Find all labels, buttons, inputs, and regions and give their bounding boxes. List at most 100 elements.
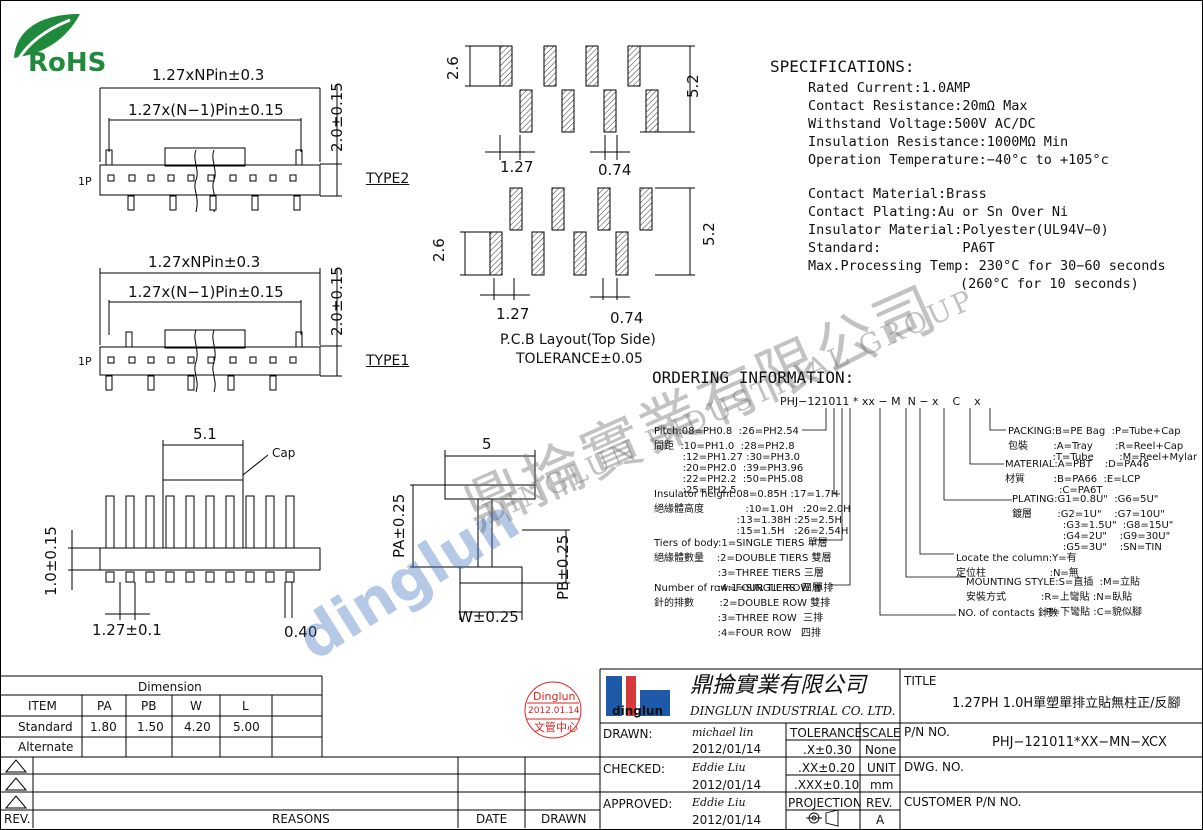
pcb-pad2: 0.74 <box>610 309 644 327</box>
ordering-material: MATERIAL:A=PBT :D=PA46 材質 :B=PA66 :E=LCP… <box>1005 459 1149 496</box>
pcb-d1: 2.6 <box>444 56 462 80</box>
profile-w: W±0.25 <box>458 608 519 626</box>
ordering-column: Locate the column:Y=有 定位柱 :N=無 <box>956 549 1079 579</box>
stamp-bottom: 文管中心 <box>534 721 578 734</box>
dim-cell: Standard <box>18 720 73 734</box>
pitch-line: :12=PH1.27 :30=PH3.0 <box>654 452 801 463</box>
spec-line: Withstand Voltage:500V AC/DC <box>808 116 1036 132</box>
rev-label: REV. <box>866 796 893 810</box>
pcb-d3: 2.6 <box>430 238 448 262</box>
checked-label: CHECKED: <box>603 762 666 776</box>
type2-dim-inner: 1.27x(N−1)Pin±0.15 <box>128 101 284 119</box>
spec-line: (260°C for 10 seconds) <box>960 276 1139 292</box>
pitch-line: Pitch:08=PH0.8 :26=PH2.54 <box>654 426 799 437</box>
pitch-line: 間距 :10=PH1.0 :28=PH2.8 <box>654 441 795 452</box>
spec-line: Insulator Material:Polyester(UL94V−0) <box>808 222 1109 238</box>
side-pin: 0.40 <box>284 623 318 641</box>
profile-top: 5 <box>482 435 492 453</box>
side-height: 1.0±0.15 <box>42 526 60 596</box>
insulator-line: :13=1.38H :25=2.5H <box>654 515 842 526</box>
tolerance-3: .XXX±0.10 <box>794 778 860 792</box>
dim-cell: 4.20 <box>184 720 211 734</box>
title-label: TITLE <box>904 674 937 688</box>
pcb-pitch: 1.27 <box>500 158 534 176</box>
reasons-header: REASONS <box>272 812 330 826</box>
spec-line: Standard: PA6T <box>808 240 995 256</box>
mounting-line: 安裝方式 :R=上彎貼 :N=臥貼 <box>966 592 1133 603</box>
tolerance-label: TOLERANCE <box>790 726 863 740</box>
ordering-pitch: Pitch:08=PH0.8 :26=PH2.54 間距 :10=PH1.0 :… <box>654 426 803 496</box>
spec-line: Contact Resistance:20mΩ Max <box>808 98 1028 114</box>
approved-name: Eddie Liu <box>692 796 746 809</box>
type1-dim-inner: 1.27x(N−1)Pin±0.15 <box>128 283 284 301</box>
spec-line: Contact Plating:Au or Sn Over Ni <box>808 204 1069 220</box>
pitch-line: :20=PH2.0 :39=PH3.96 <box>654 463 804 474</box>
projection-label: PROJECTION <box>788 796 862 810</box>
column-line: 定位柱 :N=無 <box>956 568 1079 579</box>
rows-line: :3=THREE ROW 三排 <box>654 613 824 624</box>
ordering-contacts: NO. of contacts 針數 <box>958 608 1058 619</box>
company-logo-text: dinglun <box>612 704 664 718</box>
dim-header: PB <box>141 699 157 713</box>
profile-pb: PB±0.25 <box>554 534 572 600</box>
pcb-tolerance: TOLERANCE±0.05 <box>516 351 643 367</box>
plating-line: :G4=2U" :G9=30U" <box>1012 531 1171 542</box>
company-logo-icon <box>606 676 670 716</box>
column-line: Locate the column:Y=有 <box>956 553 1077 564</box>
material-line: MATERIAL:A=PBT :D=PA46 <box>1005 459 1150 470</box>
rows-line: 針的排數 :2=DOUBLE ROW 雙排 <box>654 598 831 609</box>
drawn-name: michael lin <box>692 726 754 739</box>
dim-header: PA <box>97 699 112 713</box>
material-line: 材質 :B=PA66 :E=LCP <box>1005 474 1141 485</box>
plating-line: PLATING:G1=0.8U" :G6=5U" <box>1012 494 1159 505</box>
scale-value: None <box>865 743 897 757</box>
dim-cell: 1.80 <box>90 720 117 734</box>
tiers-line: :4=FOUR TIERS 四層 <box>654 583 822 594</box>
ordering-insulator: Insulator height:08=0.85H :17=1.7H 絕緣體高度… <box>654 489 851 537</box>
type2-height: 2.0±0.15 <box>328 82 346 152</box>
spec-line: Contact Material:Brass <box>808 186 987 202</box>
material-line: :C=PA6T <box>1005 485 1103 496</box>
scale-label: SCALE <box>862 726 901 740</box>
side-view-drawing <box>68 440 321 620</box>
specs-list: Rated Current:1.0AMP Contact Resistance:… <box>808 80 1109 170</box>
spec-line: Operation Temperature:−40°c to +105°c <box>808 152 1109 168</box>
rows-line: Number of row:1=SINGLE ROW 單排 <box>654 583 834 594</box>
unit-label: UNIT <box>867 761 896 775</box>
dim-header: W <box>190 699 202 713</box>
customer-label: CUSTOMER P/N NO. <box>904 795 1022 809</box>
approved-label: APPROVED: <box>603 797 673 811</box>
plating-line: :G5=3U" :SN=TIN <box>1012 542 1162 553</box>
rohs-logo: RoHS <box>28 48 107 78</box>
packing-line: :T=Tube :M=Reel+Mylar <box>1008 452 1198 463</box>
checked-name: Eddie Liu <box>692 761 746 774</box>
dim-cell: Alternate <box>18 740 74 754</box>
dim-cell: 5.00 <box>233 720 260 734</box>
dim-cell: 1.50 <box>137 720 164 734</box>
checked-date: 2012/01/14 <box>692 778 762 792</box>
type2-dim-total: 1.27xNPin±0.3 <box>152 66 265 84</box>
ordering-packing: PACKING:B=PE Bag :P=Tube+Cap 包裝 :A=Tray … <box>1008 426 1197 463</box>
pitch-line: :22=PH2.2 :50=PH5.08 <box>654 474 804 485</box>
pn-value: PHJ−121011*XX−MN−XCX <box>992 735 1167 750</box>
insulator-line: Insulator height:08=0.85H :17=1.7H <box>654 489 839 500</box>
title-value: 1.27PH 1.0H單塑單排立貼無柱正/反腳 <box>952 696 1181 711</box>
ordering-heading: ORDERING INFORMATION: <box>652 368 855 387</box>
cap-label: Cap <box>272 446 296 460</box>
plating-line: :G3=1.5U" :G8=15U" <box>1012 520 1174 531</box>
table-lines <box>0 668 1203 830</box>
type2-drawing <box>99 85 342 213</box>
dimension-title: Dimension <box>138 680 202 694</box>
approved-date: 2012/01/14 <box>692 813 762 827</box>
spec-line: Insulation Resistance:1000MΩ Min <box>808 134 1069 150</box>
tolerance-1: .X±0.30 <box>803 743 852 757</box>
ordering-leaders <box>802 408 1012 616</box>
ordering-plating: PLATING:G1=0.8U" :G6=5U" 鍍層 :G2=1U" :G7=… <box>1012 494 1173 553</box>
unit-value: mm <box>870 778 894 792</box>
pcb-pad: 0.74 <box>598 161 632 179</box>
approval-stamp <box>524 681 582 739</box>
type1-drawing <box>99 268 342 393</box>
insulator-line: 絕緣體高度 :10=1.0H :20=2.0H <box>654 504 851 515</box>
ordering-rows: Number of row:1=SINGLE ROW 單排 針的排數 :2=DO… <box>654 579 833 639</box>
dwg-label: DWG. NO. <box>904 760 964 774</box>
